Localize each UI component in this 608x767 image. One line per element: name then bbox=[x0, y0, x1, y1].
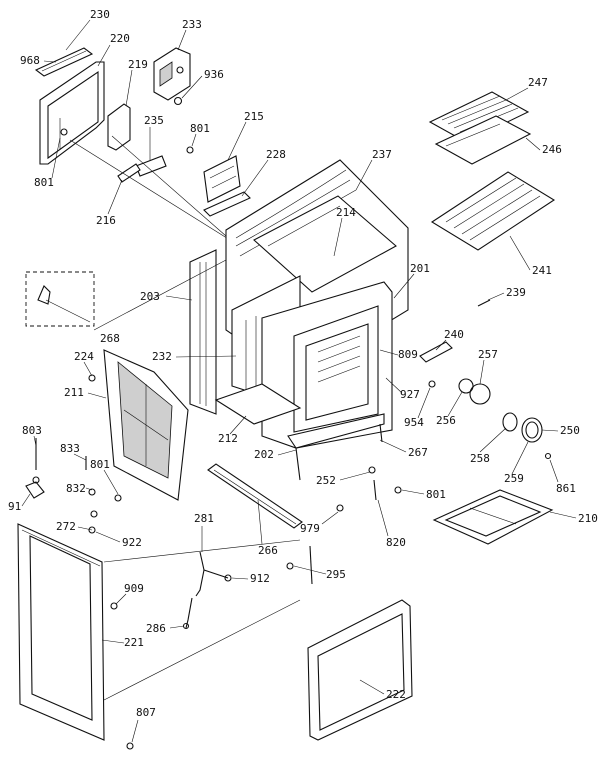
label-202: 202 bbox=[254, 448, 274, 461]
label-235: 235 bbox=[144, 114, 164, 127]
label-203: 203 bbox=[140, 290, 160, 303]
label-281: 281 bbox=[194, 512, 214, 525]
label-832: 832 bbox=[66, 482, 86, 495]
label-267: 267 bbox=[408, 446, 428, 459]
label-232: 232 bbox=[152, 350, 172, 363]
label-211: 211 bbox=[64, 386, 84, 399]
part-268-inset-box bbox=[25, 271, 95, 327]
part-266-rail bbox=[207, 463, 303, 529]
label-272: 272 bbox=[56, 520, 76, 533]
label-222: 222 bbox=[386, 688, 406, 701]
label-286: 286 bbox=[146, 622, 166, 635]
label-246: 246 bbox=[542, 143, 562, 156]
label-230: 230 bbox=[90, 8, 110, 21]
part-210-bottom-tray bbox=[432, 489, 554, 545]
label-807: 807 bbox=[136, 706, 156, 719]
part-801-screw bbox=[186, 146, 194, 154]
part-233-hinge-block bbox=[153, 47, 191, 101]
label-221: 221 bbox=[124, 636, 144, 649]
part-258-259-rings bbox=[502, 412, 543, 443]
label-252: 252 bbox=[316, 474, 336, 487]
label-219: 219 bbox=[128, 58, 148, 71]
part-211-side-panel bbox=[103, 349, 189, 501]
part-246-broiler-pan bbox=[434, 115, 532, 165]
part-256-257-knob bbox=[458, 378, 491, 405]
label-220: 220 bbox=[110, 32, 130, 45]
label-247: 247 bbox=[528, 76, 548, 89]
label-801-top: 801 bbox=[190, 122, 210, 135]
label-909: 909 bbox=[124, 582, 144, 595]
part-202-bottom-front bbox=[287, 413, 385, 481]
label-979: 979 bbox=[300, 522, 320, 535]
label-809: 809 bbox=[398, 348, 418, 361]
label-224: 224 bbox=[74, 350, 94, 363]
label-233: 233 bbox=[182, 18, 202, 31]
label-91: 91 bbox=[8, 500, 21, 513]
part-286-hinge bbox=[182, 597, 193, 630]
label-239: 239 bbox=[506, 286, 526, 299]
part-230-trim-strip bbox=[34, 47, 94, 77]
part-281-hinge-arm bbox=[195, 551, 232, 597]
label-954: 954 bbox=[404, 416, 424, 429]
part-222-drawer-panel bbox=[307, 599, 413, 741]
part-239-clip bbox=[477, 299, 491, 307]
label-237: 237 bbox=[372, 148, 392, 161]
label-257: 257 bbox=[478, 348, 498, 361]
label-268: 268 bbox=[100, 332, 120, 345]
label-801-left: 801 bbox=[34, 176, 54, 189]
label-256: 256 bbox=[436, 414, 456, 427]
part-number-labels: 230 968 220 233 219 936 801 235 801 215 … bbox=[8, 8, 598, 743]
part-220-side-panel bbox=[39, 61, 105, 165]
label-201: 201 bbox=[410, 262, 430, 275]
label-240: 240 bbox=[444, 328, 464, 341]
label-212: 212 bbox=[218, 432, 238, 445]
label-912: 912 bbox=[250, 572, 270, 585]
part-221-oven-door bbox=[17, 523, 105, 741]
label-215: 215 bbox=[244, 110, 264, 123]
part-936-washer bbox=[173, 96, 183, 106]
label-801-mid: 801 bbox=[90, 458, 110, 471]
part-241-oven-rack bbox=[430, 171, 556, 251]
label-210: 210 bbox=[578, 512, 598, 525]
label-820: 820 bbox=[386, 536, 406, 549]
part-235-bracket bbox=[135, 155, 167, 177]
part-219-bracket bbox=[107, 103, 131, 151]
label-861: 861 bbox=[556, 482, 576, 495]
left-hardware bbox=[25, 438, 134, 750]
label-266: 266 bbox=[258, 544, 278, 557]
part-212-bottom bbox=[214, 383, 302, 425]
label-803: 803 bbox=[22, 424, 42, 437]
part-214-top-panel bbox=[253, 195, 397, 293]
label-968: 968 bbox=[20, 54, 40, 67]
part-215-plate bbox=[203, 155, 241, 203]
label-801-right: 801 bbox=[426, 488, 446, 501]
part-979-screw bbox=[336, 504, 344, 512]
label-833: 833 bbox=[60, 442, 80, 455]
label-936: 936 bbox=[204, 68, 224, 81]
part-240-rod bbox=[419, 341, 453, 363]
label-295: 295 bbox=[326, 568, 346, 581]
label-258: 258 bbox=[470, 452, 490, 465]
part-203-side-frame bbox=[189, 249, 217, 415]
label-259: 259 bbox=[504, 472, 524, 485]
label-922: 922 bbox=[122, 536, 142, 549]
part-228-strip bbox=[203, 191, 251, 217]
label-214: 214 bbox=[336, 206, 356, 219]
label-927: 927 bbox=[400, 388, 420, 401]
label-216: 216 bbox=[96, 214, 116, 227]
label-250: 250 bbox=[560, 424, 580, 437]
label-228: 228 bbox=[266, 148, 286, 161]
part-216-bracket bbox=[117, 163, 141, 183]
label-241: 241 bbox=[532, 264, 552, 277]
